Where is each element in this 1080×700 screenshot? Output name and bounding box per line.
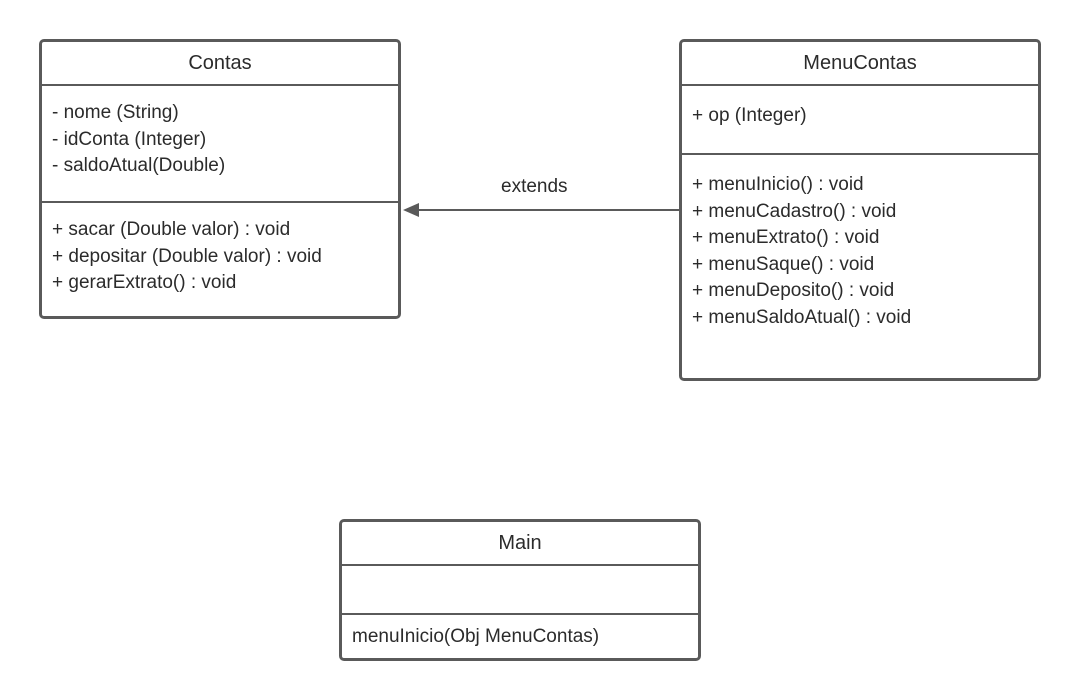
class-contas-attributes-compartment: - nome (String) - idConta (Integer) - sa… bbox=[42, 84, 398, 201]
class-main-methods-compartment: menuInicio(Obj MenuContas) bbox=[342, 613, 698, 658]
class-menucontas-method-list: + menuInicio() : void + menuCadastro() :… bbox=[682, 172, 1038, 331]
class-menucontas-method: + menuDeposito() : void bbox=[692, 280, 895, 301]
class-menucontas-attribute-list: + op (Integer) bbox=[682, 103, 1038, 130]
class-menucontas-method: + menuSaque() : void bbox=[692, 253, 875, 275]
class-menucontas-method: + menuSaldoAtual() : void bbox=[692, 306, 912, 328]
class-main-name: Main bbox=[498, 531, 542, 554]
class-contas-attribute-list: - nome (String) - idConta (Integer) - sa… bbox=[42, 100, 398, 180]
class-menucontas-attribute: + op (Integer) bbox=[692, 105, 807, 126]
class-contas-name: Contas bbox=[188, 51, 252, 74]
extends-arrowhead-icon bbox=[403, 203, 419, 217]
class-contas-method: + gerarExtrato() : void bbox=[52, 272, 237, 293]
class-contas-name-compartment: Contas bbox=[42, 42, 398, 84]
class-contas-attribute: - nome (String) bbox=[52, 102, 179, 123]
class-main-method: menuInicio(Obj MenuContas) bbox=[352, 626, 600, 647]
class-menucontas-attributes-compartment: + op (Integer) bbox=[682, 84, 1038, 153]
class-menucontas-method: + menuExtrato() : void bbox=[692, 227, 880, 248]
class-menucontas-name: MenuContas bbox=[803, 51, 917, 74]
class-contas-method-list: + sacar (Double valor) : void + deposita… bbox=[42, 217, 398, 297]
class-contas[interactable]: Contas - nome (String) - idConta (Intege… bbox=[39, 39, 401, 319]
class-menucontas-methods-compartment: + menuInicio() : void + menuCadastro() :… bbox=[682, 153, 1038, 378]
class-contas-methods-compartment: + sacar (Double valor) : void + deposita… bbox=[42, 201, 398, 316]
class-main-name-compartment: Main bbox=[342, 522, 698, 564]
class-contas-method: + depositar (Double valor) : void bbox=[52, 245, 322, 267]
class-menucontas-name-compartment: MenuContas bbox=[682, 42, 1038, 84]
class-contas-attribute: - saldoAtual(Double) bbox=[52, 155, 226, 176]
class-contas-method: + sacar (Double valor) : void bbox=[52, 219, 291, 240]
class-contas-attribute: - idConta (Integer) bbox=[52, 128, 207, 150]
class-main[interactable]: Main menuInicio(Obj MenuContas) bbox=[339, 519, 701, 661]
class-main-method-list: menuInicio(Obj MenuContas) bbox=[342, 624, 698, 651]
class-menucontas[interactable]: MenuContas + op (Integer) + menuInicio()… bbox=[679, 39, 1041, 381]
class-menucontas-method: + menuCadastro() : void bbox=[692, 200, 897, 222]
extends-relation-label: extends bbox=[501, 176, 568, 197]
class-main-attributes-compartment bbox=[342, 564, 698, 613]
class-menucontas-method: + menuInicio() : void bbox=[692, 174, 864, 195]
